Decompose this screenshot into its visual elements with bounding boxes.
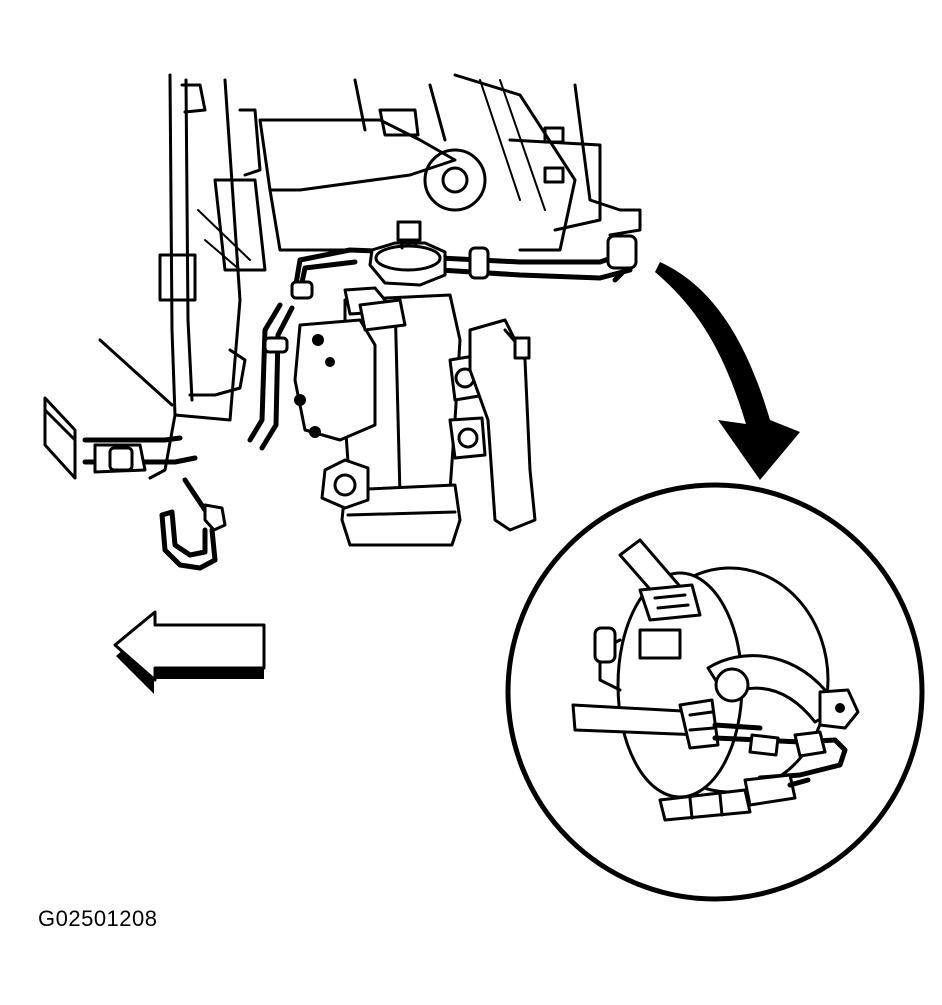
- brake-line-assembly: [43, 338, 198, 480]
- detail-view: [505, 482, 925, 902]
- retaining-clip: [159, 477, 227, 571]
- arrow-left-icon: [113, 610, 266, 694]
- hydraulic-lines: [247, 234, 638, 451]
- engine-crossmember: [258, 73, 642, 252]
- figure-code: G02501208: [38, 906, 158, 931]
- curved-arrow-down-icon: [655, 262, 800, 480]
- pitman-arm: [468, 318, 537, 532]
- steering-gear: [293, 220, 487, 547]
- frame-rail: [148, 73, 267, 480]
- detail-booster: [571, 538, 860, 822]
